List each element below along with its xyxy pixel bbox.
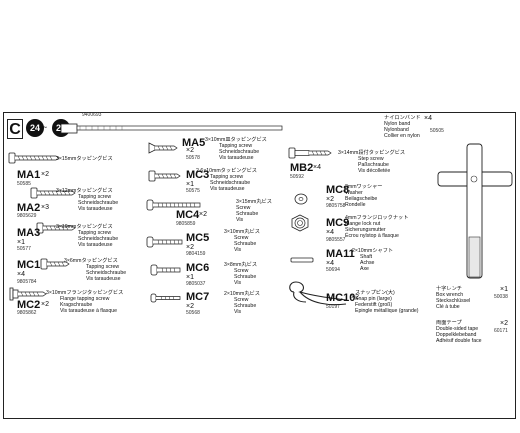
mc4-description: 3×15mm丸ビス Screw Schraube Vis <box>236 199 272 223</box>
ma2-part-number: 9805629 <box>17 213 37 219</box>
mc10-description: スナップピン(大) Snap pin (large) Federstift (g… <box>355 290 419 314</box>
mc1-description: 3×6mmタッピングビス Tapping screw Schneidschrau… <box>64 258 127 282</box>
ma3-part-number: 50577 <box>17 246 31 252</box>
mc10-code: MC10 <box>326 292 356 304</box>
mc3-description: 2.6×10mmタッピングビス Tapping screw Schneidsch… <box>196 168 257 192</box>
mc6-description: 3×8mm丸ビス Screw Schraube Vis <box>224 262 258 286</box>
mc3-part-number: 50575 <box>186 188 200 194</box>
mc8-part-number: 9805758 <box>326 203 346 209</box>
mc6-qty: ×1 <box>186 274 194 281</box>
mb2-screw-drawing <box>288 147 332 159</box>
mc3-screw-drawing <box>148 170 181 182</box>
mb2-qty: ×4 <box>313 164 321 171</box>
mc9-code: MC9 <box>326 217 350 229</box>
mc8-washer-drawing <box>294 193 308 205</box>
mc2-code: MC2 <box>17 299 41 311</box>
mc3-qty: ×1 <box>186 181 194 188</box>
mc1-part-number: 9805784 <box>17 279 37 285</box>
mb2-part-number: 50592 <box>290 174 304 180</box>
ds-tape-part-number: 60171 <box>494 328 508 334</box>
mc1-qty: ×4 <box>17 271 25 278</box>
mc8-qty: ×2 <box>326 196 334 203</box>
mc8-code: MC8 <box>326 184 350 196</box>
mc1-code: MC1 <box>17 259 41 271</box>
mc8-description: 2mmワッシャー Washer Beilagscheibe Rondelle <box>345 184 383 208</box>
nylon-band-part-number: 9400693 <box>82 112 102 118</box>
ma3-screw-drawing <box>36 222 76 234</box>
mc6-screw-drawing <box>150 264 181 276</box>
nylon-band-qty: ×4 <box>424 115 432 122</box>
ds-tape-description: 両面テープ Double-sided tape Doppelklebeband … <box>436 320 482 344</box>
mb2-code: MB2 <box>290 162 314 174</box>
nylon-band-description: ナイロンバンド Nylon band Nylonband Collier en … <box>384 115 421 139</box>
mc4-code: MC4 <box>176 209 200 221</box>
mc7-description: 2×10mm丸ビス Screw Schraube Vis <box>224 291 260 315</box>
mc3-code: MC3 <box>186 169 210 181</box>
mc4-qty: ×2 <box>199 211 207 218</box>
ma2-screw-drawing <box>30 187 76 199</box>
step-range-tilde: ~ <box>42 122 48 132</box>
mc7-screw-drawing <box>150 293 181 303</box>
ma3-description: 3×10mmタッピングビス Tapping screw Schneidschra… <box>56 224 119 248</box>
section-letter: C <box>7 119 23 139</box>
ma5-part-number: 50578 <box>186 155 200 161</box>
ma1-description: 3×15mmタッピングビス <box>56 156 113 162</box>
ma2-description: 3×12mmタッピングビス Tapping screw Schneidschra… <box>56 188 119 212</box>
mc2-screw-drawing <box>9 287 47 301</box>
ma11-code: MA11 <box>326 248 355 260</box>
mc5-screw-drawing <box>146 236 183 248</box>
box-wrench-qty: ×1 <box>500 286 508 293</box>
mc5-part-number: 9804159 <box>186 251 206 257</box>
mc7-part-number: 50568 <box>186 310 200 316</box>
parts-bag-frame <box>3 112 516 419</box>
nylon-band-part-number-2: 50505 <box>430 128 444 134</box>
mb2-description: 3×14mm段付タッピングビス Step screw Paßschraube V… <box>338 150 406 174</box>
mc2-description: 3×10mmフランジタッピングビス Flange tapping screw K… <box>46 290 124 314</box>
mc6-part-number: 9805037 <box>186 281 206 287</box>
mc4-part-number: 9805859 <box>176 221 196 227</box>
mc9-lock-nut-drawing <box>291 214 309 232</box>
ma2-qty: ×3 <box>41 204 49 211</box>
mc4-screw-drawing <box>146 199 201 211</box>
mc10-qty: ×2 <box>351 294 359 301</box>
ma5-description: 3×10mm皿タッピングビス Tapping screw Schneidschr… <box>205 137 267 161</box>
mc9-qty: ×4 <box>326 229 334 236</box>
nylon-band-drawing <box>60 123 283 134</box>
mc6-code: MC6 <box>186 262 210 274</box>
mc9-part-number: 9805557 <box>326 237 346 243</box>
mc2-qty: ×2 <box>41 301 49 308</box>
ma1-screw-drawing <box>8 152 60 164</box>
mc9-description: 4mmフランジロックナット Flange lock nut Sicherungs… <box>345 215 409 239</box>
mc2-part-number: 9805862 <box>17 310 37 316</box>
ma11-qty: ×4 <box>326 260 334 267</box>
ma1-qty: ×2 <box>41 171 49 178</box>
ma1-code: MA1 <box>17 169 41 181</box>
ma1-part-number: 50585 <box>17 181 31 187</box>
ma11-description: 2×10mmシャフト Shaft Achse Axe <box>352 248 394 272</box>
mc5-code: MC5 <box>186 232 210 244</box>
mc5-description: 3×10mm丸ビス Screw Schraube Vis <box>224 229 260 253</box>
mc5-qty: ×2 <box>186 244 194 251</box>
ma5-qty: ×2 <box>186 147 194 154</box>
ds-tape-qty: ×2 <box>500 320 508 327</box>
ma11-shaft-drawing <box>290 257 314 263</box>
ma5-code: MA5 <box>182 137 206 149</box>
box-wrench-drawing <box>437 143 513 279</box>
step-start-badge: 24 <box>26 119 44 137</box>
mc10-part-number: 50197 <box>326 304 340 310</box>
mc1-screw-drawing <box>40 258 70 270</box>
ma3-qty: ×1 <box>17 239 25 246</box>
mc7-qty: ×2 <box>186 303 194 310</box>
ma3-code: MA3 <box>17 227 41 239</box>
mc10-snap-pin-drawing <box>289 281 347 306</box>
box-wrench-description: 十字レンチ Box wrench Steckschlüssel Clé à tu… <box>436 286 471 310</box>
ma5-screw-drawing <box>148 142 178 154</box>
ma11-part-number: 50694 <box>326 267 340 273</box>
box-wrench-part-number: 50038 <box>494 294 508 300</box>
ma2-code: MA2 <box>17 202 41 214</box>
mc7-code: MC7 <box>186 291 210 303</box>
